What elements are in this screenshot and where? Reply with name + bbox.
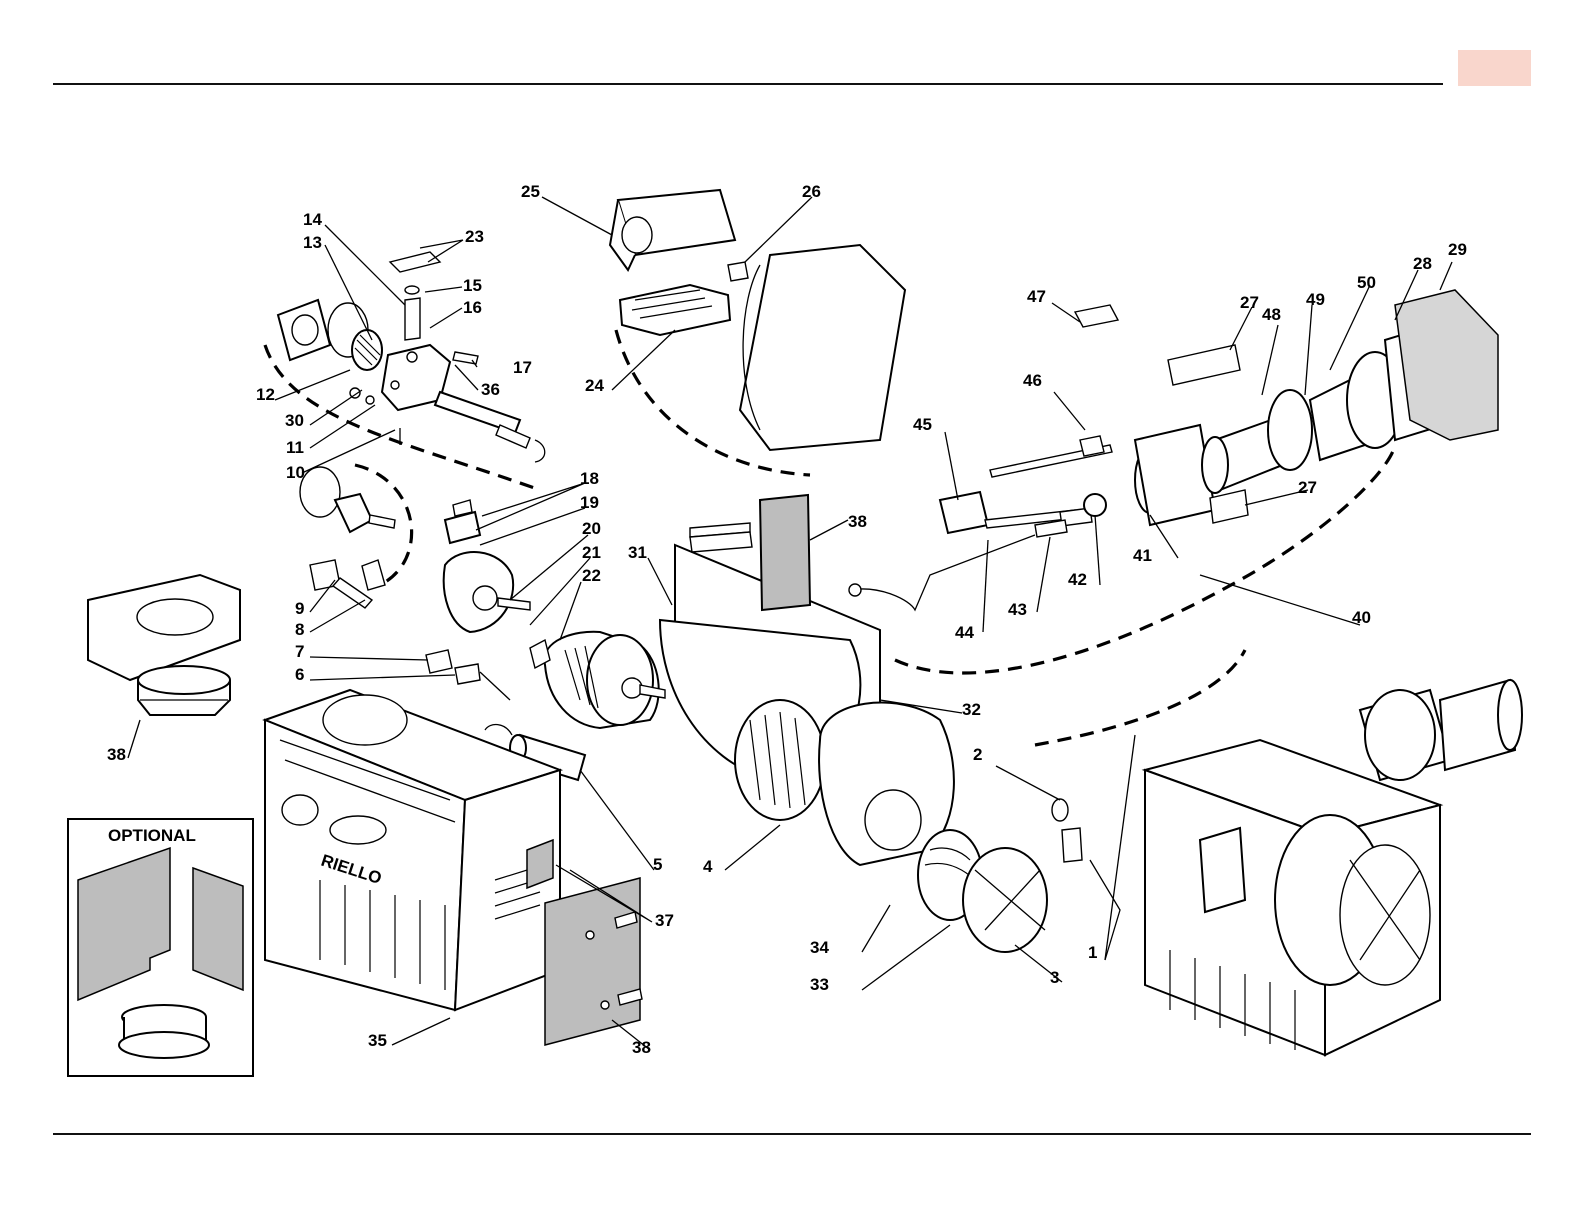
- callout-9: 9: [295, 599, 304, 618]
- callout-13: 13: [303, 233, 322, 252]
- control-box: [610, 190, 748, 335]
- callout-43: 43: [1008, 600, 1027, 619]
- callout-26: 26: [802, 182, 821, 201]
- callout-46: 46: [1023, 371, 1042, 390]
- callout-36: 36: [481, 380, 500, 399]
- flange-adapter: [88, 575, 240, 715]
- motor: [530, 632, 665, 728]
- callout-32: 32: [962, 700, 981, 719]
- callout-15: 15: [463, 276, 482, 295]
- callout-3: 3: [1050, 968, 1059, 987]
- callout-27-top: 27: [1240, 293, 1259, 312]
- callout-50: 50: [1357, 273, 1376, 292]
- callout-10: 10: [286, 463, 305, 482]
- optional-label: OPTIONAL: [108, 826, 196, 845]
- callout-31: 31: [628, 543, 647, 562]
- assembled-burner: [1145, 680, 1522, 1055]
- callout-17: 17: [513, 358, 532, 377]
- callout-38-panel: 38: [848, 512, 867, 531]
- callout-37: 37: [655, 911, 674, 930]
- callout-49: 49: [1306, 290, 1325, 309]
- callout-14: 14: [303, 210, 322, 229]
- callout-29: 29: [1448, 240, 1467, 259]
- callout-20: 20: [582, 519, 601, 538]
- callout-33: 33: [810, 975, 829, 994]
- callout-30: 30: [285, 411, 304, 430]
- callout-12: 12: [256, 385, 275, 404]
- optional-kit-box: OPTIONAL: [68, 819, 253, 1076]
- callout-21: 21: [582, 543, 601, 562]
- callout-4: 4: [703, 857, 713, 876]
- callout-38-flange: 38: [107, 745, 126, 764]
- callout-38-plate: 38: [632, 1038, 651, 1057]
- callout-35: 35: [368, 1031, 387, 1050]
- callout-11: 11: [286, 438, 304, 457]
- fan-housing: [660, 245, 954, 865]
- valve-group: [300, 467, 530, 700]
- mounting-plate: [545, 878, 642, 1045]
- callout-34: 34: [810, 938, 829, 957]
- callout-44: 44: [955, 623, 974, 642]
- callout-1: 1: [1088, 943, 1097, 962]
- callout-22: 22: [582, 566, 601, 585]
- callout-45: 45: [913, 415, 932, 434]
- callout-16: 16: [463, 298, 482, 317]
- callout-8: 8: [295, 620, 304, 639]
- callout-24: 24: [585, 376, 604, 395]
- callout-2: 2: [973, 745, 982, 764]
- callout-42: 42: [1068, 570, 1087, 589]
- callout-27-bottom: 27: [1298, 478, 1317, 497]
- pump-assembly: [278, 252, 545, 462]
- callout-6: 6: [295, 665, 304, 684]
- callout-28: 28: [1413, 254, 1432, 273]
- callout-25: 25: [521, 182, 540, 201]
- callout-23: 23: [465, 227, 484, 246]
- callout-18: 18: [580, 469, 599, 488]
- callout-5: 5: [653, 855, 662, 874]
- callout-7: 7: [295, 642, 304, 661]
- callout-41: 41: [1133, 546, 1152, 565]
- callout-19: 19: [580, 493, 599, 512]
- callout-47: 47: [1027, 287, 1046, 306]
- callout-48: 48: [1262, 305, 1281, 324]
- callout-40: 40: [1352, 608, 1371, 627]
